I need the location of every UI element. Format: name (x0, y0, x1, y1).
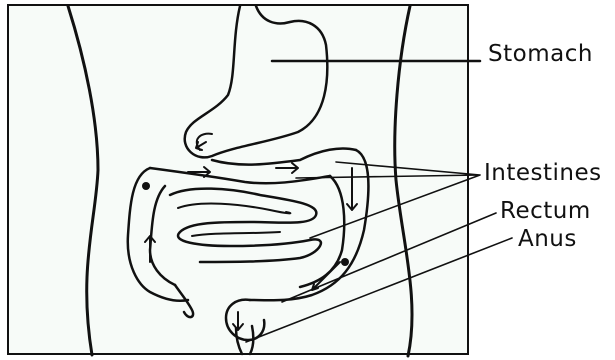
flow-arrow (276, 163, 298, 173)
transverse-colon-lower (150, 168, 330, 183)
sigmoid-colon (226, 300, 264, 340)
flow-arrow (145, 236, 155, 262)
ascending-colon-inner (150, 186, 175, 285)
descending-colon-inner (300, 176, 344, 287)
body-outline-left (68, 6, 98, 355)
transverse-colon (212, 148, 356, 164)
small-intestine (170, 189, 321, 262)
stomach-label: Stomach (488, 43, 593, 66)
rectum-label: Rectum (500, 200, 591, 223)
body-outline-right (395, 6, 412, 356)
flow-arrow (233, 312, 243, 330)
flow-arrow (196, 142, 206, 150)
anus-leader (246, 238, 512, 342)
flow-arrow (347, 168, 357, 210)
intestines-label: Intestines (484, 162, 602, 185)
small-intestine-inner (178, 204, 290, 236)
colon-dot-right (341, 258, 349, 266)
colon-dot-left (142, 182, 150, 190)
flow-arrow (312, 262, 340, 290)
descending-colon (250, 150, 368, 300)
intestines-leader (296, 162, 480, 238)
anus-label: Anus (518, 228, 577, 251)
